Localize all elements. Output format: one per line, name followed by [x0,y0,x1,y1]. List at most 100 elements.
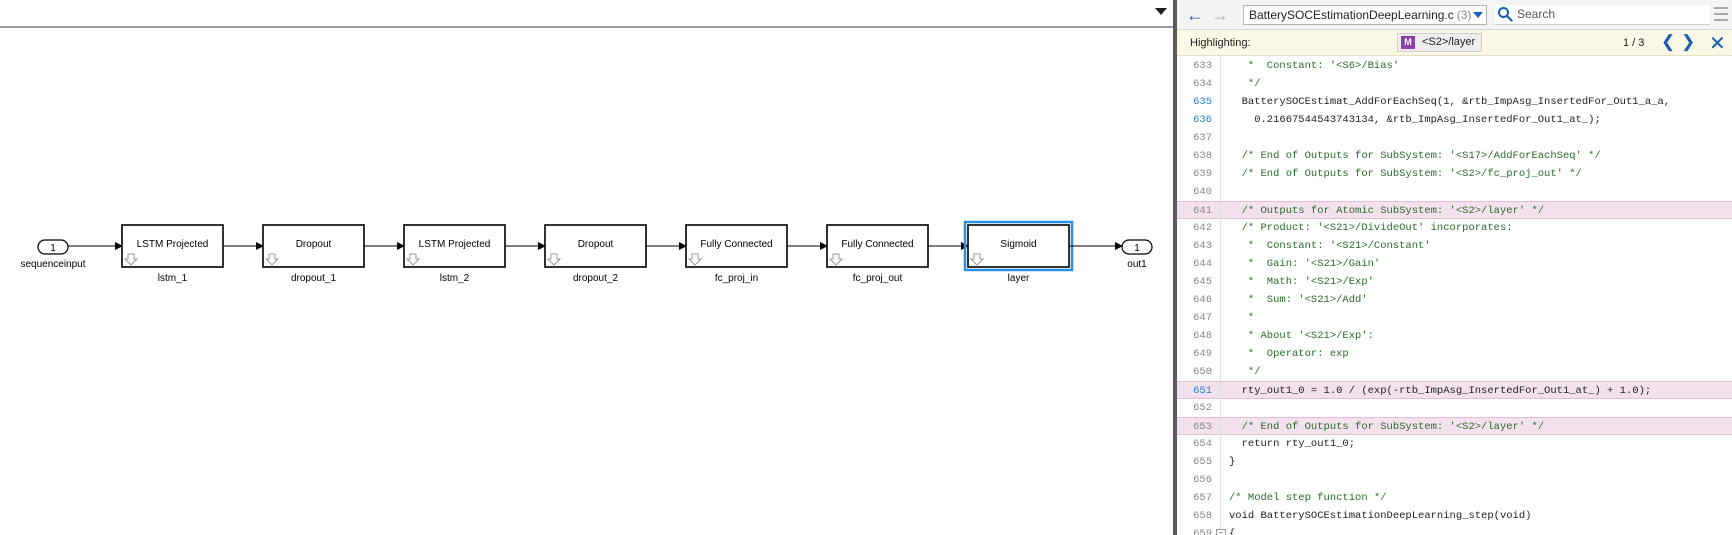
gutter-divider [1220,219,1221,237]
line-number: 652 [1193,402,1212,414]
code-line[interactable]: 634 */ [1177,75,1732,93]
code-line[interactable]: 651 rty_out1_0 = 1.0 / (exp(-rtb_ImpAsg_… [1177,381,1732,400]
block-text: Fully Connected [841,239,913,250]
code-text: * Sum: '<S21>/Add' [1229,294,1368,306]
code-text: void BatterySOCEstimationDeepLearning_st… [1229,510,1532,522]
code-text: /* Model step function */ [1229,492,1387,504]
code-line[interactable]: 659−{ [1177,525,1732,535]
code-line[interactable]: 641 /* Outputs for Atomic SubSystem: '<S… [1177,201,1732,220]
previous-match-icon[interactable]: ❮ [1661,32,1676,51]
code-line[interactable]: 637 [1177,129,1732,147]
gutter-divider [1220,75,1221,93]
gutter-divider [1220,93,1221,111]
file-name: BatterySOCEstimationDeepLearning.c [1249,8,1454,22]
block-label: dropout_2 [573,273,618,284]
fold-icon[interactable]: − [1216,529,1226,535]
line-number: 637 [1193,132,1212,144]
block-fc_proj_out[interactable]: Fully Connected fc_proj_out [826,224,929,284]
gutter-divider [1220,507,1221,525]
code-line[interactable]: 638 /* End of Outputs for SubSystem: '<S… [1177,147,1732,165]
code-listing[interactable]: 633 * Constant: '<S6>/Bias'634 */635 Bat… [1177,56,1732,535]
search-box[interactable] [1495,5,1710,25]
line-number: 638 [1193,150,1212,162]
code-text: BatterySOCEstimat_AddForEachSeq(1, &rtb_… [1229,96,1671,108]
code-line[interactable]: 643 * Constant: '<S21>/Constant' [1177,237,1732,255]
code-line[interactable]: 657/* Model step function */ [1177,489,1732,507]
line-number: 647 [1193,312,1212,324]
line-number: 650 [1193,366,1212,378]
canvas-toolbar [0,0,1173,28]
close-icon[interactable]: ✕ [1709,33,1726,55]
search-input[interactable] [1517,6,1702,22]
down-arrow-icon [687,253,703,266]
code-line[interactable]: 636 0.21667544543743134, &rtb_ImpAsg_Ins… [1177,111,1732,129]
code-line[interactable]: 635 BatterySOCEstimat_AddForEachSeq(1, &… [1177,93,1732,111]
code-text: rty_out1_0 = 1.0 / (exp(-rtb_ImpAsg_Inse… [1229,385,1652,397]
line-number[interactable]: 651 [1193,385,1212,397]
block-label: layer [1008,273,1030,284]
gutter-divider [1220,147,1221,165]
code-text: /* Outputs for Atomic SubSystem: '<S2>/l… [1229,205,1545,217]
toolbar-dropdown-icon[interactable] [1155,8,1167,15]
line-number: 645 [1193,276,1212,288]
line-number: 656 [1193,474,1212,486]
code-line[interactable]: 650 */ [1177,363,1732,381]
gutter-divider [1220,57,1221,75]
block-text: Sigmoid [1000,239,1036,250]
gutter-divider [1220,309,1221,327]
next-match-icon[interactable]: ❯ [1681,32,1696,51]
block-label: fc_proj_out [853,273,903,284]
code-line[interactable]: 640 [1177,183,1732,201]
line-number: 634 [1193,78,1212,90]
code-line[interactable]: 653 /* End of Outputs for SubSystem: '<S… [1177,417,1732,436]
code-line[interactable]: 655} [1177,453,1732,471]
gutter-divider [1220,418,1221,436]
down-arrow-icon [546,253,562,266]
gutter-divider [1220,273,1221,291]
down-arrow-icon [264,253,280,266]
code-line[interactable]: 658 void BatterySOCEstimationDeepLearning… [1177,507,1732,525]
line-number: 658 [1193,510,1212,522]
code-line[interactable]: 656 [1177,471,1732,489]
code-text: /* End of Outputs for SubSystem: '<S17>/… [1229,150,1601,162]
code-line[interactable]: 642 /* Product: '<S21>/DivideOut' incorp… [1177,219,1732,237]
code-line[interactable]: 652 [1177,399,1732,417]
line-number: 646 [1193,294,1212,306]
menu-icon[interactable] [1714,7,1728,21]
code-line[interactable]: 647 * [1177,309,1732,327]
gutter-divider [1220,255,1221,273]
chevron-down-icon[interactable] [1473,12,1483,18]
code-line[interactable]: 639 /* End of Outputs for SubSystem: '<S… [1177,165,1732,183]
block-layer[interactable]: Sigmoid layer [963,220,1074,284]
code-line[interactable]: 649 * Operator: exp [1177,345,1732,363]
line-number: 654 [1193,438,1212,450]
code-line[interactable]: 648 * About '<S21>/Exp': [1177,327,1732,345]
file-select-dropdown[interactable]: BatterySOCEstimationDeepLearning.c(3) [1243,5,1487,25]
model-badge-icon: M [1401,36,1415,49]
pane-divider[interactable] [1173,0,1177,535]
code-text: /* Product: '<S21>/DivideOut' incorporat… [1229,222,1513,234]
line-number: 659 [1193,528,1212,535]
line-number: 643 [1193,240,1212,252]
back-arrow-icon[interactable]: ← [1186,5,1204,25]
line-number[interactable]: 635 [1193,96,1212,108]
code-line[interactable]: 654 return rty_out1_0; [1177,435,1732,453]
code-line[interactable]: 645 * Math: '<S21>/Exp' [1177,273,1732,291]
forward-arrow-icon[interactable]: → [1211,5,1229,25]
line-number[interactable]: 636 [1193,114,1212,126]
code-line[interactable]: 646 * Sum: '<S21>/Add' [1177,291,1732,309]
outport-number: 1 [1134,243,1140,254]
code-line[interactable]: 644 * Gain: '<S21>/Gain' [1177,255,1732,273]
line-number: 640 [1193,186,1212,198]
highlight-target-chip[interactable]: M <S2>/layer [1397,33,1483,52]
code-line[interactable]: 633 * Constant: '<S6>/Bias' [1177,57,1732,75]
